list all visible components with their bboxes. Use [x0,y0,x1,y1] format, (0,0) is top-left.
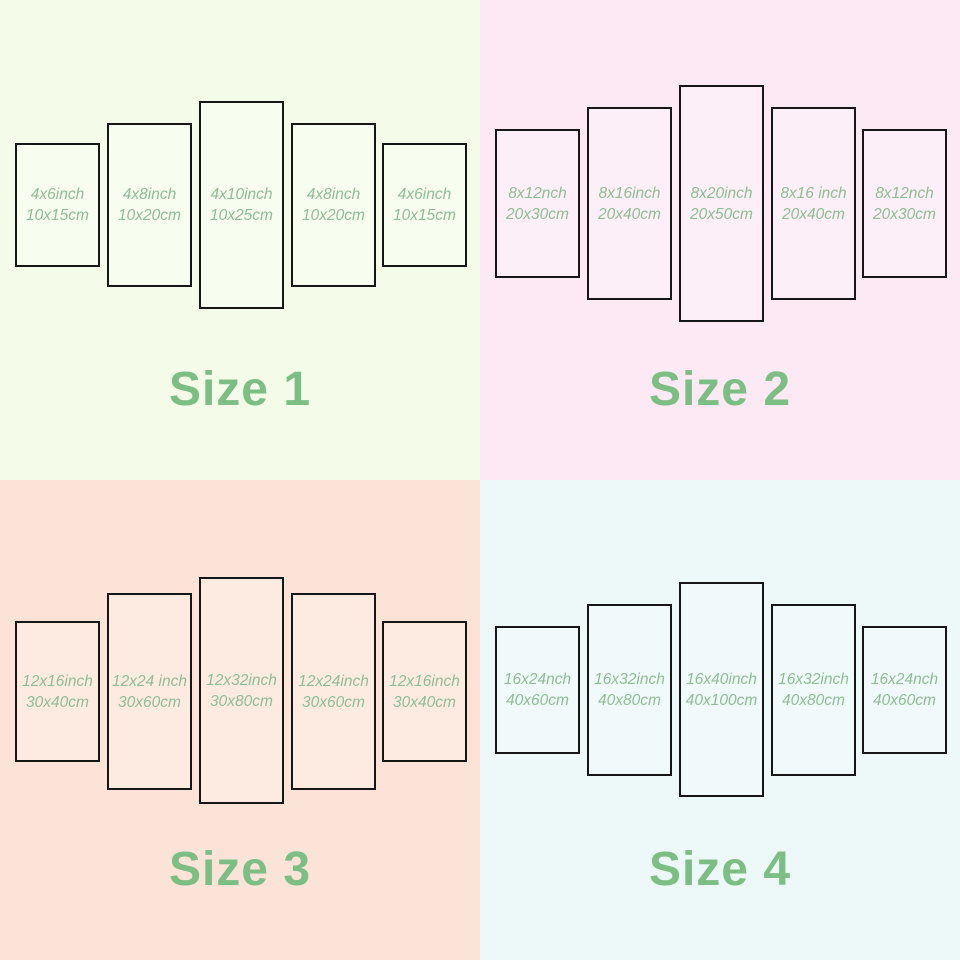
panel-cm-label: 40x80cm [598,692,661,709]
panel-inch-label: 8x20inch [690,184,753,202]
panel-inch-label: 8x12nch [875,184,934,202]
panel-cm-label: 20x40cm [782,205,845,223]
canvas-panel: 16x24nch 40x60cm [495,626,580,754]
panel-inch-label: 12x16inch [22,672,93,690]
panel-inch-label: 12x24 inch [112,672,187,690]
panel-cm-label: 10x15cm [393,207,456,224]
panel-cm-label: 30x60cm [118,693,181,711]
panel-inch-label: 12x32inch [206,671,277,689]
canvas-panel: 16x32inch 40x80cm [587,604,672,776]
panel-inch-label: 8x16 inch [780,184,847,202]
canvas-panel: 8x16inch 20x40cm [587,107,672,300]
panel-cm-label: 40x100cm [685,691,758,709]
panel-cm-label: 30x40cm [393,693,456,711]
canvas-panel: 12x24 inch 30x60cm [107,593,192,790]
panel-cm-label: 30x80cm [210,692,273,710]
panel-inch-label: 4x6inch [397,186,452,203]
panel-cm-label: 20x30cm [506,205,569,223]
panel-cm-label: 40x60cm [506,692,569,709]
size-title: Size 4 [648,843,792,896]
quadrant-size-1: 4x6inch 10x15cm 4x8inch 10x20cm 4x10inch… [0,0,480,480]
panel-cm-label: 40x60cm [873,692,936,709]
canvas-panel: 12x16inch 30x40cm [15,621,100,762]
panel-cm-label: 20x50cm [690,205,753,223]
panel-inch-label: 4x8inch [122,186,177,203]
panel-inch-label: 4x8inch [306,186,361,203]
panel-cm-label: 30x60cm [302,693,365,711]
panel-cm-label: 10x15cm [26,207,89,224]
panel-inch-label: 4x6inch [30,186,85,203]
canvas-panel: 12x24inch 30x60cm [291,593,376,790]
panel-cm-label: 20x30cm [873,205,936,223]
quadrant-size-3: 12x16inch 30x40cm 12x24 inch 30x60cm 12x… [0,480,480,960]
panel-inch-label: 12x16inch [389,672,460,690]
panel-cm-label: 40x80cm [782,692,845,709]
panel-inch-label: 16x24nch [503,671,572,688]
canvas-panel: 4x6inch 10x15cm [15,143,100,267]
canvas-panel: 8x20inch 20x50cm [679,85,764,322]
panel-inch-label: 16x40inch [686,670,757,688]
size-title: Size 2 [648,363,792,416]
panel-inch-label: 4x10inch [210,186,273,203]
panel-inch-label: 16x32inch [594,671,665,688]
panel-inch-label: 16x32inch [778,671,849,688]
canvas-panel: 16x24nch 40x60cm [862,626,947,754]
panel-cm-label: 30x40cm [26,693,89,711]
panel-cm-label: 10x25cm [210,207,273,224]
canvas-panel: 12x16inch 30x40cm [382,621,467,762]
panel-cm-label: 10x20cm [302,207,365,224]
panel-cm-label: 20x40cm [598,205,661,223]
canvas-panel: 8x12nch 20x30cm [495,129,580,278]
quadrant-size-2: 8x12nch 20x30cm 8x16inch 20x40cm 8x20inc… [480,0,960,480]
canvas-panel: 4x6inch 10x15cm [382,143,467,267]
quadrant-size-4: 16x24nch 40x60cm 16x32inch 40x80cm 16x40… [480,480,960,960]
panel-inch-label: 8x12nch [508,184,567,202]
canvas-panel: 8x16 inch 20x40cm [771,107,856,300]
panel-inch-label: 8x16inch [598,184,661,202]
canvas-panel: 4x8inch 10x20cm [291,123,376,287]
canvas-panel: 16x32inch 40x80cm [771,604,856,776]
canvas-panel: 8x12nch 20x30cm [862,129,947,278]
panel-inch-label: 16x24nch [870,671,939,688]
size-title: Size 3 [168,843,312,896]
size-title: Size 1 [168,363,312,416]
canvas-panel: 4x8inch 10x20cm [107,123,192,287]
canvas-panel: 12x32inch 30x80cm [199,577,284,804]
panel-cm-label: 10x20cm [118,207,181,224]
panel-inch-label: 12x24inch [298,672,369,690]
canvas-panel: 16x40inch 40x100cm [679,582,764,797]
canvas-panel: 4x10inch 10x25cm [199,101,284,309]
